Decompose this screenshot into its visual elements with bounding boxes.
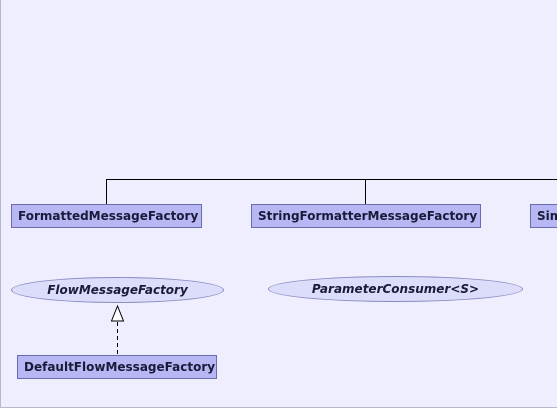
class-default-flow-message-factory[interactable]: DefaultFlowMessageFactory: [17, 355, 217, 379]
realization-arrowhead: [110, 304, 125, 322]
class-simple-message-factory-partial[interactable]: Sim: [530, 204, 557, 228]
interface-parameter-consumer[interactable]: ParameterConsumer<S>: [268, 276, 523, 302]
class-label: Sim: [537, 209, 557, 223]
interface-label: FlowMessageFactory: [47, 283, 188, 297]
class-string-formatter-message-factory[interactable]: StringFormatterMessageFactory: [251, 204, 481, 228]
interface-flow-message-factory[interactable]: FlowMessageFactory: [11, 277, 224, 303]
class-label: DefaultFlowMessageFactory: [24, 360, 216, 374]
class-formatted-message-factory[interactable]: FormattedMessageFactory: [11, 204, 202, 228]
interface-label: ParameterConsumer<S>: [311, 282, 480, 296]
class-label: FormattedMessageFactory: [18, 209, 199, 223]
class-label: StringFormatterMessageFactory: [258, 209, 478, 223]
